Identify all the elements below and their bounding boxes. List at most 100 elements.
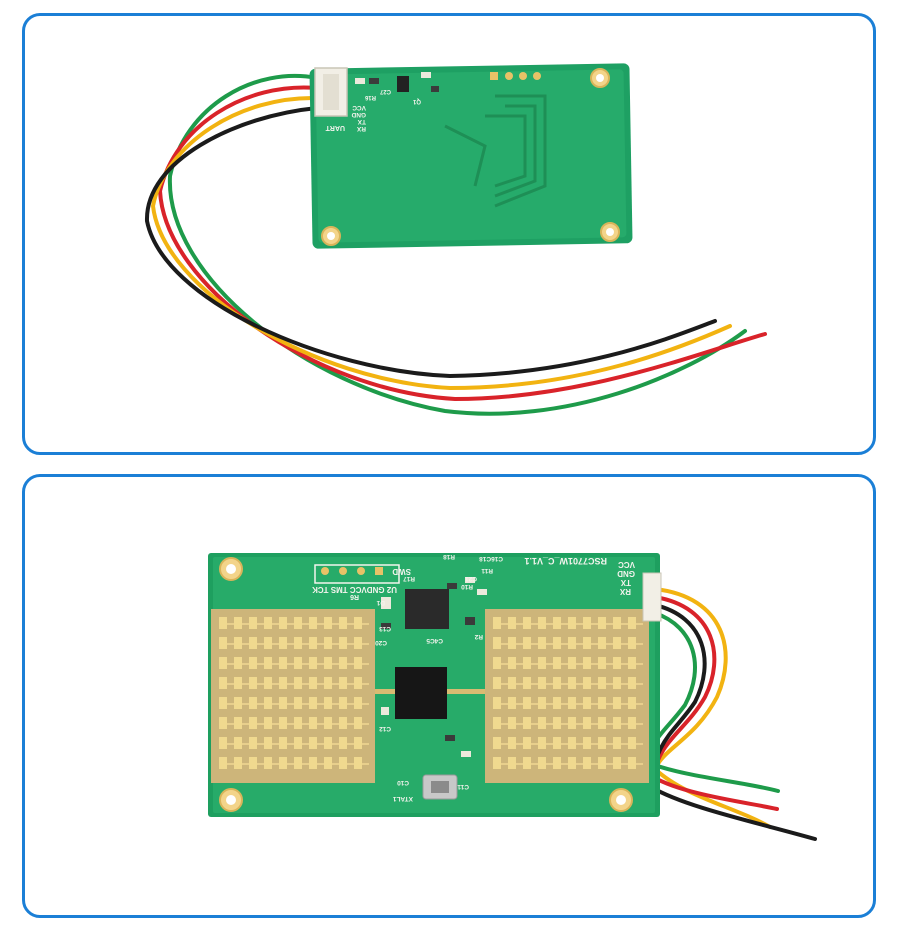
antenna-array-right <box>485 609 649 783</box>
label-c10: C10 <box>397 779 409 786</box>
antenna-patch <box>294 717 302 729</box>
antenna-patch <box>339 717 347 729</box>
label-c12: C12 <box>379 725 391 732</box>
antenna-patch <box>339 757 347 769</box>
antenna-patch <box>493 617 501 629</box>
antenna-patch <box>523 737 531 749</box>
bottom-product-panel: RSC7701W_C_V1.1 VCC GND TX RX U2 GNDVCC … <box>22 474 876 918</box>
antenna-patch <box>354 637 362 649</box>
antenna-patch <box>279 617 287 629</box>
antenna-patch <box>568 717 576 729</box>
antenna-patch <box>523 617 531 629</box>
label-xtal: XTAL1 <box>393 795 413 802</box>
antenna-patch <box>249 757 257 769</box>
antenna-patch <box>628 737 636 749</box>
antenna-patch <box>234 637 242 649</box>
antenna-patch <box>309 717 317 729</box>
label-vcc: VCC <box>352 104 366 111</box>
label-c11: C11 <box>457 783 469 790</box>
label-c4c5: C4C5 <box>426 637 443 644</box>
antenna-patch <box>628 757 636 769</box>
antenna-patch <box>493 657 501 669</box>
antenna-patch <box>324 717 332 729</box>
top-board-photo: UART VCC GND TX RX R16 C27 Q1 <box>144 63 767 416</box>
antenna-patch <box>264 717 272 729</box>
antenna-patch <box>249 617 257 629</box>
antenna-patch <box>613 737 621 749</box>
antenna-patch <box>613 657 621 669</box>
antenna-patch <box>324 697 332 709</box>
label-c13: C13 <box>379 625 391 632</box>
antenna-patch <box>583 737 591 749</box>
antenna-patch <box>339 677 347 689</box>
antenna-patch <box>598 697 606 709</box>
antenna-patch <box>553 697 561 709</box>
antenna-patch <box>628 637 636 649</box>
antenna-patch <box>249 737 257 749</box>
antenna-patch <box>598 737 606 749</box>
antenna-patch <box>583 697 591 709</box>
antenna-patch <box>508 697 516 709</box>
antenna-patch <box>583 677 591 689</box>
antenna-patch <box>354 717 362 729</box>
antenna-patch <box>628 697 636 709</box>
antenna-patch <box>568 697 576 709</box>
antenna-patch <box>523 717 531 729</box>
antenna-patch <box>324 757 332 769</box>
antenna-patch <box>508 757 516 769</box>
antenna-patch <box>264 637 272 649</box>
label-q1: Q1 <box>412 98 421 104</box>
antenna-patch <box>309 677 317 689</box>
wire-red <box>650 595 779 811</box>
antenna-patch <box>219 717 227 729</box>
antenna-patch <box>234 737 242 749</box>
label-r11: R11 <box>481 567 493 574</box>
antenna-patch <box>219 617 227 629</box>
antenna-patch <box>339 617 347 629</box>
antenna-patch <box>523 637 531 649</box>
mcu-chip <box>405 589 449 629</box>
antenna-patch <box>568 677 576 689</box>
antenna-patch <box>628 617 636 629</box>
antenna-patch <box>553 637 561 649</box>
label-swd: SWD <box>392 567 411 576</box>
antenna-patch <box>249 717 257 729</box>
antenna-patch <box>294 697 302 709</box>
antenna-patch <box>538 637 546 649</box>
antenna-patch <box>234 677 242 689</box>
antenna-patch <box>219 697 227 709</box>
antenna-patch <box>354 757 362 769</box>
antenna-patch <box>324 617 332 629</box>
antenna-patch <box>583 637 591 649</box>
label-vcc: VCC <box>618 560 635 569</box>
antenna-patch <box>294 677 302 689</box>
antenna-patch <box>613 677 621 689</box>
top-product-panel: UART VCC GND TX RX R16 C27 Q1 <box>22 13 876 455</box>
antenna-patch <box>264 737 272 749</box>
antenna-patch <box>354 697 362 709</box>
antenna-patch <box>219 757 227 769</box>
antenna-patch <box>219 657 227 669</box>
label-r18: R18 <box>443 553 455 560</box>
antenna-patch <box>568 617 576 629</box>
antenna-patch <box>508 657 516 669</box>
top-pcb-board: UART VCC GND TX RX R16 C27 Q1 <box>309 63 633 249</box>
antenna-patch <box>493 737 501 749</box>
radar-chip <box>395 667 447 719</box>
label-uart: UART <box>325 124 345 131</box>
antenna-patch <box>294 657 302 669</box>
antenna-patch <box>553 717 561 729</box>
antenna-patch <box>339 637 347 649</box>
antenna-patch <box>294 737 302 749</box>
antenna-patch <box>219 677 227 689</box>
antenna-patch <box>234 617 242 629</box>
antenna-patch <box>493 677 501 689</box>
uart-connector <box>642 572 662 622</box>
label-debug-header: U2 GNDVCC TMS TCK <box>312 585 397 594</box>
antenna-patch <box>598 757 606 769</box>
antenna-patch <box>354 737 362 749</box>
label-c20: C20 <box>375 639 387 646</box>
antenna-patch <box>598 717 606 729</box>
antenna-patch <box>523 757 531 769</box>
antenna-patch <box>339 737 347 749</box>
